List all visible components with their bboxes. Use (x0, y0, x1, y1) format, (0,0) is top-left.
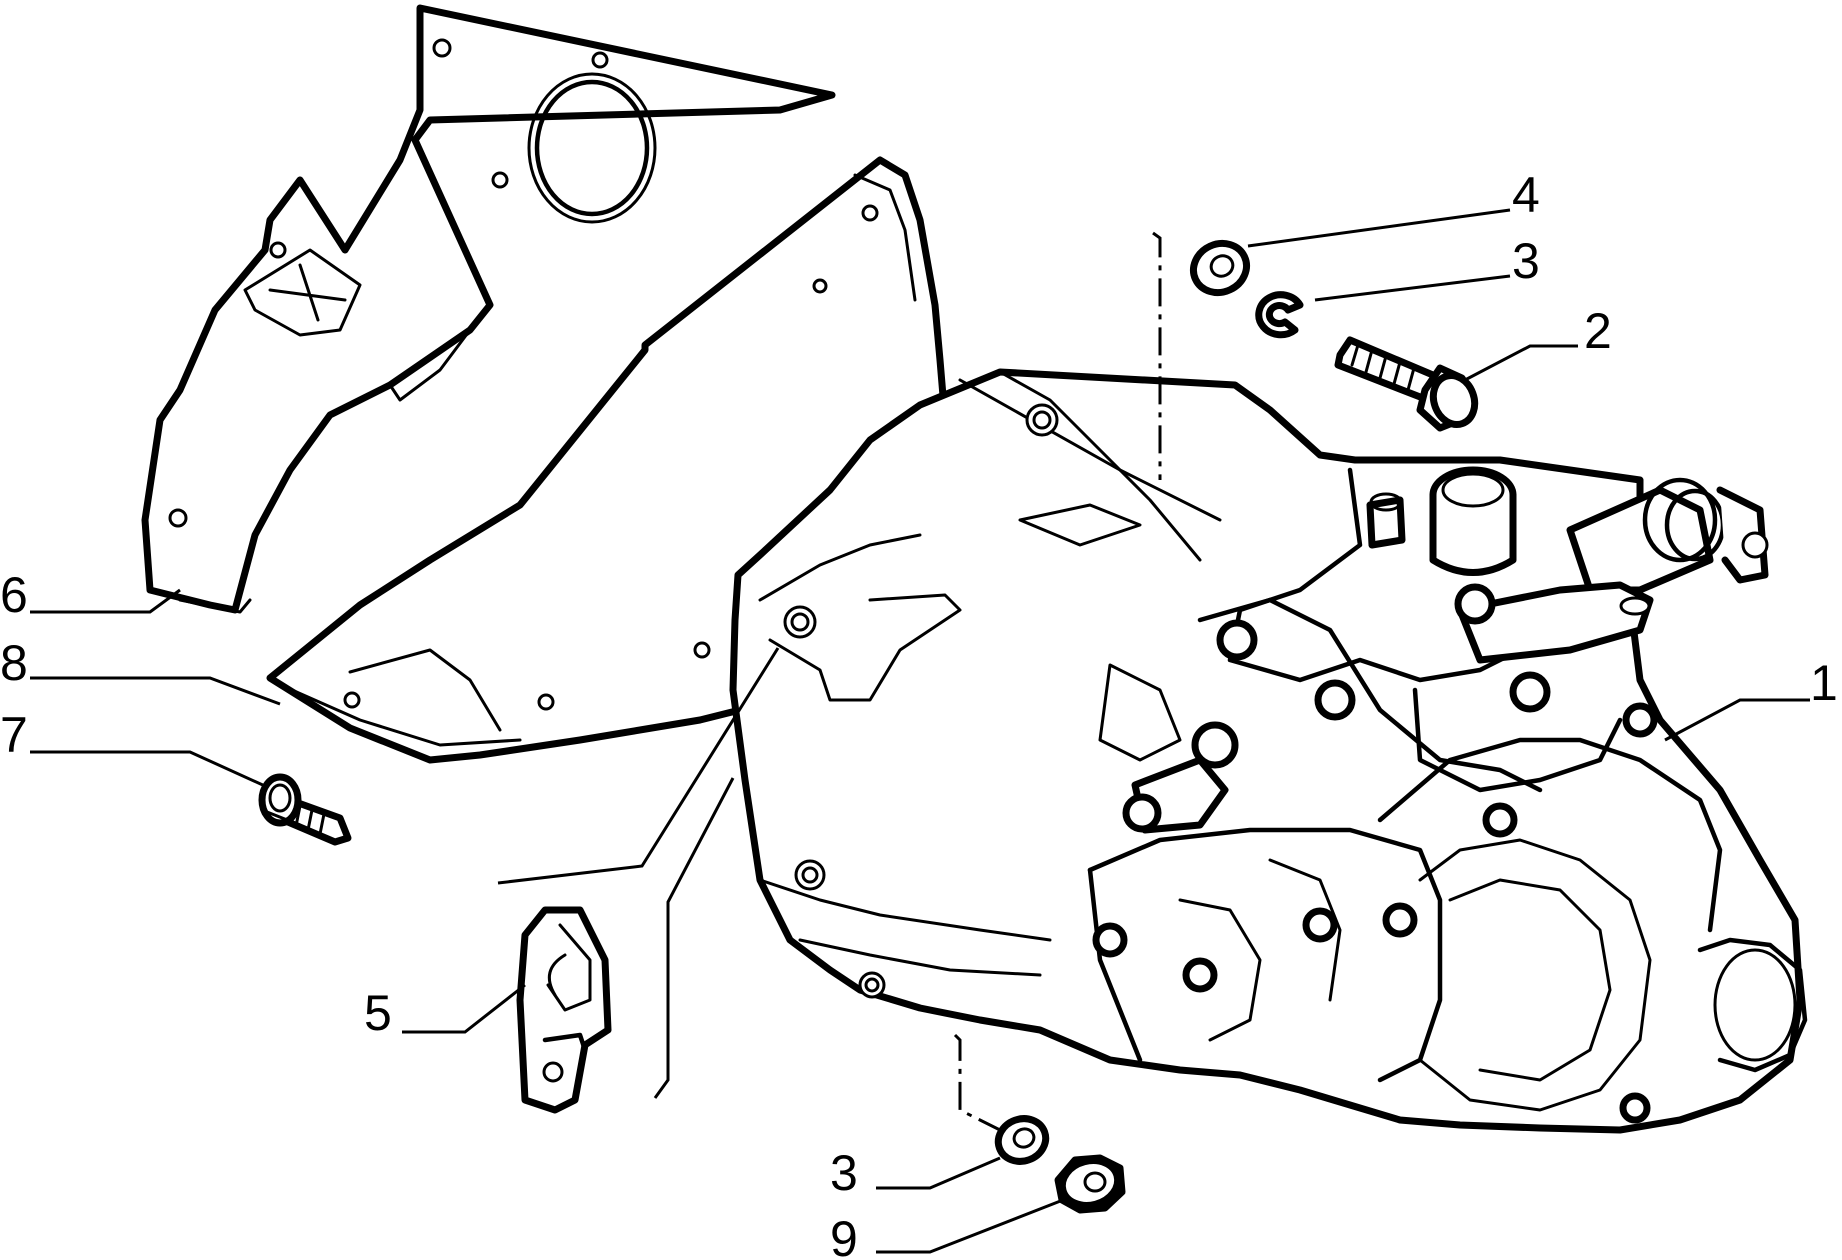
callout-7: 7 (0, 707, 28, 763)
callout-5: 5 (364, 985, 392, 1041)
housing-bolt-heads (1191, 583, 1551, 769)
callout-8: 8 (0, 635, 28, 691)
cover-plate-part-6 (141, 4, 836, 614)
callout-2: 2 (1584, 303, 1612, 359)
washer-part-4 (1190, 239, 1250, 297)
callout-1: 1 (1810, 655, 1838, 711)
callout-3-lower: 3 (830, 1145, 858, 1201)
lock-washer-part-3-upper (1255, 291, 1304, 339)
callout-4: 4 (1512, 167, 1540, 223)
lock-washer-part-3-lower (994, 1115, 1050, 1165)
assembly-center-lines (953, 231, 1162, 1132)
flange-bolt-part-7 (258, 773, 352, 846)
callout-leader-lines (30, 208, 1810, 1254)
callout-numbers: 4 3 2 1 6 8 7 5 3 9 (0, 167, 1838, 1260)
callout-9: 9 (830, 1211, 858, 1260)
gearbox-housing-part-1 (729, 368, 1808, 1134)
bracket-part-5 (516, 906, 612, 1114)
callout-6: 6 (0, 567, 28, 623)
bolt-part-2 (1334, 336, 1479, 432)
nut-part-9 (1054, 1154, 1126, 1214)
callout-3-upper: 3 (1512, 233, 1540, 289)
